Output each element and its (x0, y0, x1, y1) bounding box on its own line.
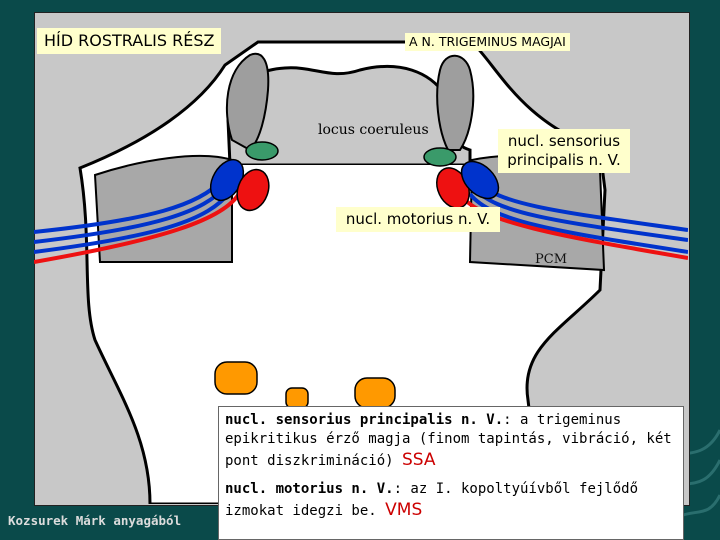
motor-description: nucl. motorius n. V.: az I. kopoltyúívbő… (225, 480, 677, 522)
right-peduncle (436, 54, 475, 151)
motor-text: : az I. kopoltyúívből fejlődő izmokat id… (225, 480, 639, 519)
motor-nucleus-label: nucl. motorius n. V. (336, 207, 500, 232)
motor-term: nucl. motorius n. V. (225, 480, 394, 497)
pontine-nucleus-2 (285, 387, 309, 409)
right-sensory-nucleus (460, 160, 500, 200)
ssa-code: SSA (402, 449, 436, 470)
left-motor-fiber (34, 190, 242, 264)
right-motor-fiber (460, 194, 688, 260)
vms-code: VMS (385, 499, 423, 520)
left-peduncle (225, 52, 270, 152)
locus-coeruleus-label: locus coeruleus (318, 122, 429, 138)
left-motor-nucleus (236, 168, 270, 212)
right-locus-coeruleus (423, 147, 457, 167)
sensory-description: nucl. sensorius principalis n. V.: a tri… (225, 411, 677, 472)
pcm-label: PCM (535, 252, 568, 267)
diagram-subtitle: A N. TRIGEMINUS MAGJAI (405, 33, 570, 51)
author-credit: Kozsurek Márk anyagából (8, 513, 182, 528)
pontine-nucleus-3 (354, 377, 396, 409)
sensory-nucleus-label: nucl. sensorius principalis n. V. (498, 129, 630, 173)
pontine-nucleus-1 (214, 361, 258, 395)
info-box: nucl. sensorius principalis n. V.: a tri… (218, 406, 684, 540)
page-title: HÍD ROSTRALIS RÉSZ (37, 28, 222, 54)
central-tegmentum (238, 165, 468, 323)
left-locus-coeruleus (245, 141, 279, 161)
sensory-term: nucl. sensorius principalis n. V. (225, 412, 504, 428)
sensory-text: : a trigeminus epikritikus érző magja (f… (225, 412, 672, 469)
